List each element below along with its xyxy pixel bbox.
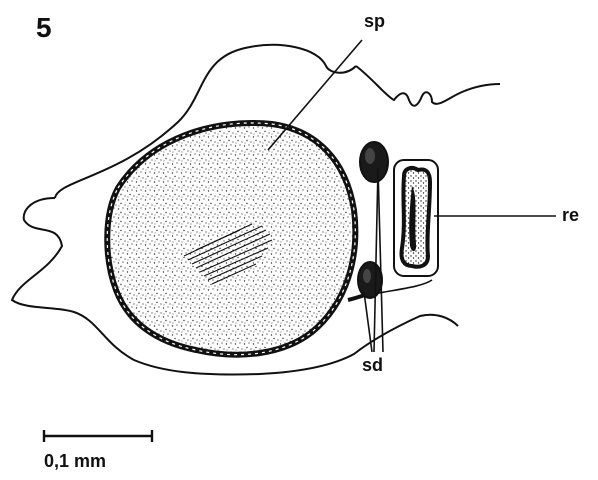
figure-number: 5 [36,14,52,42]
spermatheca [107,123,355,355]
label-sd: sd [362,356,383,374]
label-re: re [562,206,579,224]
upper-organ [360,142,388,182]
lower-organ-highlight [363,269,371,283]
upper-organ-highlight [365,148,375,164]
sd-leader-line-1 [374,168,378,352]
scale-bar [44,430,152,442]
receptacle-inner [401,168,430,267]
sp-leader-line [268,40,362,150]
label-sp: sp [364,12,385,30]
scale-bar-label: 0,1 mm [44,452,106,470]
body-outline-wavy [356,66,500,106]
sd-leader-line-2 [378,168,383,352]
